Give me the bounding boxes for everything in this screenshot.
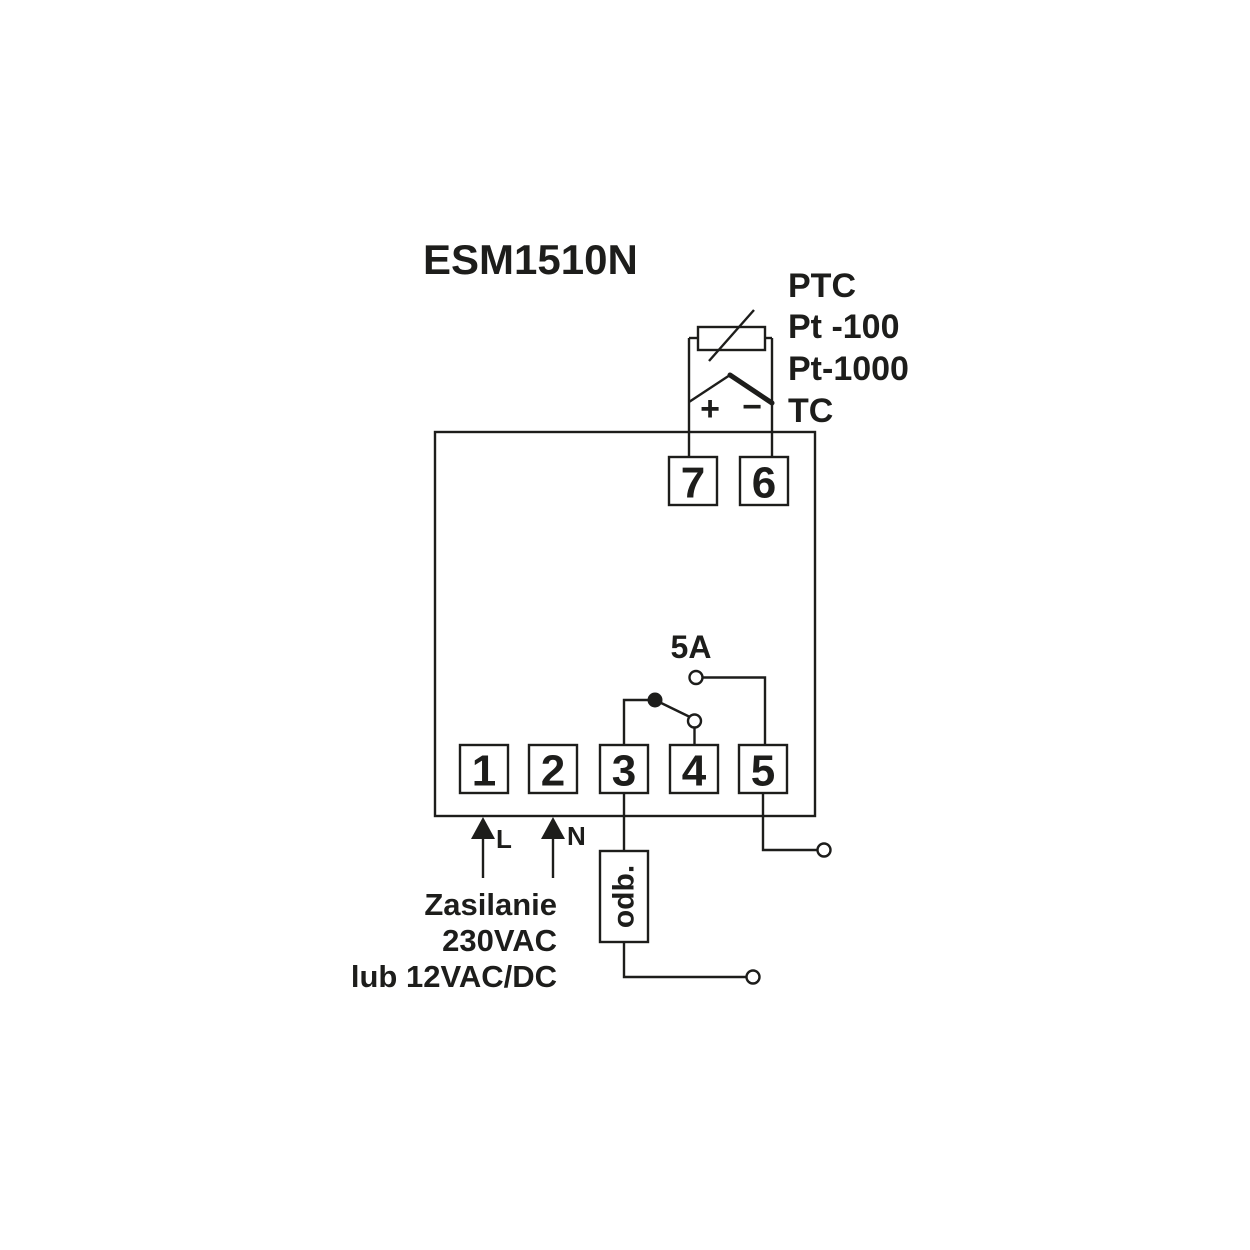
load-label: odb. — [608, 865, 641, 928]
terminal-blocks: 7 6 1 2 3 4 5 — [458, 455, 790, 796]
terminal-label-7: 7 — [681, 459, 705, 508]
neutral-label: N — [567, 821, 586, 851]
polarity-plus-sign: + — [700, 390, 720, 428]
terminal-box-2 — [527, 743, 579, 795]
sensor-label-tc: TC — [788, 392, 833, 430]
relay-open-terminal-circle — [816, 842, 832, 858]
sensor-label-pt1000: Pt-1000 — [788, 350, 909, 388]
terminal-label-2: 2 — [541, 747, 565, 796]
relay-contact-t5-wire — [702, 676, 767, 745]
relay-common-wire — [622, 698, 652, 745]
terminal-box-5 — [737, 743, 789, 795]
thermocouple-chevron-left — [688, 373, 731, 404]
power-caption-line-2: 230VAC — [442, 923, 557, 958]
line-label: L — [496, 824, 512, 854]
relay-output-wire — [761, 793, 818, 852]
power-input-group: L N Zasilanie 230VAC lub 12VAC/DC — [351, 817, 586, 994]
power-caption-line-1: Zasilanie — [424, 887, 557, 922]
terminal-box-6 — [738, 455, 790, 507]
page-title: ESM1510N — [423, 236, 638, 283]
terminal-label-1: 1 — [472, 747, 496, 796]
relay-rating-label: 5A — [671, 629, 712, 665]
sensor-label-ptc: PTC — [788, 267, 856, 305]
polarity-minus-sign: − — [742, 388, 762, 426]
terminal-box-1 — [458, 743, 510, 795]
terminal-box-7 — [667, 455, 719, 507]
resistor-symbol — [696, 325, 767, 352]
relay-common-dot — [647, 692, 663, 708]
load-wire-bottom — [622, 942, 747, 979]
power-caption-line-3: lub 12VAC/DC — [351, 959, 557, 994]
thermocouple-chevron-right — [727, 372, 775, 406]
terminal-box-3 — [598, 743, 650, 795]
terminal-box-4 — [668, 743, 720, 795]
load-open-terminal-circle — [745, 969, 761, 985]
sensor-symbol-group: + − — [687, 309, 775, 457]
sensor-label-pt100: Pt -100 — [788, 308, 900, 346]
arrow-n-head — [541, 817, 565, 839]
relay-contact-circle-t5 — [688, 669, 704, 686]
relay-contact-group: 5A — [622, 629, 767, 745]
relay-contact-circle-t4 — [686, 713, 703, 729]
terminal-label-3: 3 — [612, 747, 636, 796]
terminal-label-6: 6 — [752, 459, 776, 508]
terminal-label-4: 4 — [682, 747, 707, 796]
arrow-l-head — [471, 817, 495, 839]
load-output-group: odb. — [598, 793, 832, 985]
sensor-type-labels: PTC Pt -100 Pt-1000 TC — [788, 267, 909, 430]
thermistor-slash — [708, 309, 755, 362]
load-box — [598, 849, 650, 944]
terminal-label-5: 5 — [751, 747, 775, 796]
